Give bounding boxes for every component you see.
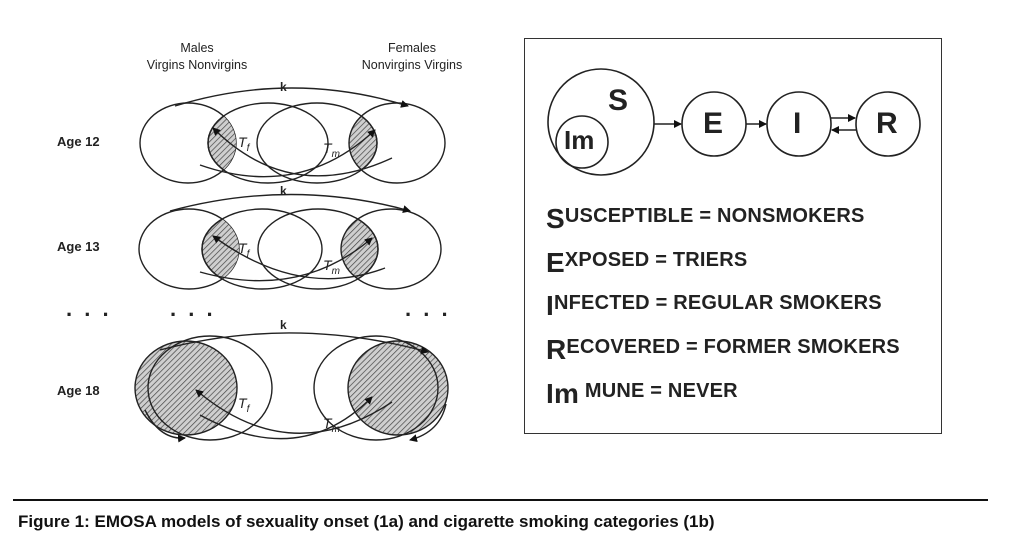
age-label: Age 13 [57,239,100,254]
male-outer-circle [207,102,329,184]
age18-row [134,332,449,443]
exposed-label: E [703,107,724,140]
tm-arrow [199,396,373,440]
infected-label: I [793,107,802,140]
definition-recovered: RECOVERED = FORMER SMOKERS [546,334,900,365]
definition-infected: INFECTED = REGULAR SMOKERS [546,290,882,321]
figure-caption: Figure 1: EMOSA models of sexuality onse… [18,512,715,531]
female-outer-circle [256,102,378,184]
ellipsis: . . . [405,296,451,321]
ellipsis: . . . [66,296,112,321]
ellipsis: . . . [170,296,216,321]
tf-arrow [195,389,393,434]
females-header: Females Nonvirgins Virgins [361,41,463,72]
female-outer-circle [257,208,379,290]
definition-exposed: EXPOSED = TRIERS [546,247,748,278]
male-nonvirgins-circle [134,340,238,436]
k-arc [169,193,411,213]
definition-susceptible: SUSCEPTIBLE = NONSMOKERS [546,203,865,234]
female-nonvirgins-circle [347,340,449,436]
k-label: k [280,184,287,198]
tm-label: Tm [323,140,340,160]
tm-label: Tm [323,415,340,435]
definition-immune: Im MUNE = NEVER [546,378,738,409]
tm-label: Tm [323,257,340,277]
age-label: Age 12 [57,134,100,149]
tf-label: Tf [238,240,250,260]
return-arrow [409,403,447,443]
tm-arrow [199,129,376,178]
k-label: k [280,318,287,332]
k-label: k [280,80,287,94]
recovered-label: R [876,107,898,140]
immune-label: Im [564,125,595,155]
male-outer-circle [147,335,273,441]
tf-label: Tf [238,134,250,154]
female-virgins-circle [340,208,442,290]
male-outer-circle [201,208,323,290]
seir-legend-box [524,38,942,434]
caption-divider [13,499,988,501]
tf-label: Tf [238,395,250,415]
k-arc [159,332,429,355]
female-outer-circle [313,335,439,441]
susceptible-label: S [608,84,629,117]
return-arrow [144,409,186,443]
age13-row [138,193,442,290]
males-header: Males Virgins Nonvirgins [146,41,248,72]
k-arc [174,87,409,108]
age12-row [139,87,446,184]
tm-arrow [199,237,373,282]
age-label: Age 18 [57,383,100,398]
